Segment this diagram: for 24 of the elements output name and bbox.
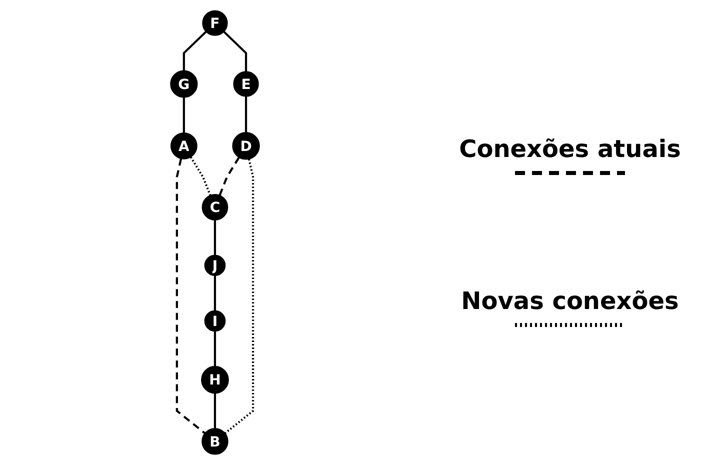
node-circle: F bbox=[202, 10, 228, 36]
connector bbox=[214, 275, 216, 310]
node-circle: D bbox=[232, 132, 260, 160]
connector bbox=[214, 392, 216, 428]
connector bbox=[218, 156, 240, 196]
legend-text: Novas conexões bbox=[461, 287, 679, 315]
legend-text: Conexões atuais bbox=[459, 135, 681, 163]
connector bbox=[182, 30, 207, 70]
node-circle: A bbox=[170, 132, 198, 159]
node-circle: G bbox=[170, 70, 198, 98]
connector bbox=[182, 96, 185, 132]
connector bbox=[223, 30, 248, 71]
node-circle: I bbox=[204, 310, 226, 332]
node-circle: J bbox=[204, 254, 226, 276]
connector bbox=[244, 96, 248, 132]
connector bbox=[176, 158, 206, 434]
connector bbox=[190, 156, 212, 196]
connector bbox=[214, 330, 216, 366]
connector bbox=[214, 220, 216, 255]
connector bbox=[224, 158, 254, 434]
node-circle: B bbox=[202, 427, 228, 454]
node-circle: C bbox=[202, 194, 228, 220]
node-circle: H bbox=[201, 365, 229, 394]
node-circle: E bbox=[233, 70, 259, 96]
